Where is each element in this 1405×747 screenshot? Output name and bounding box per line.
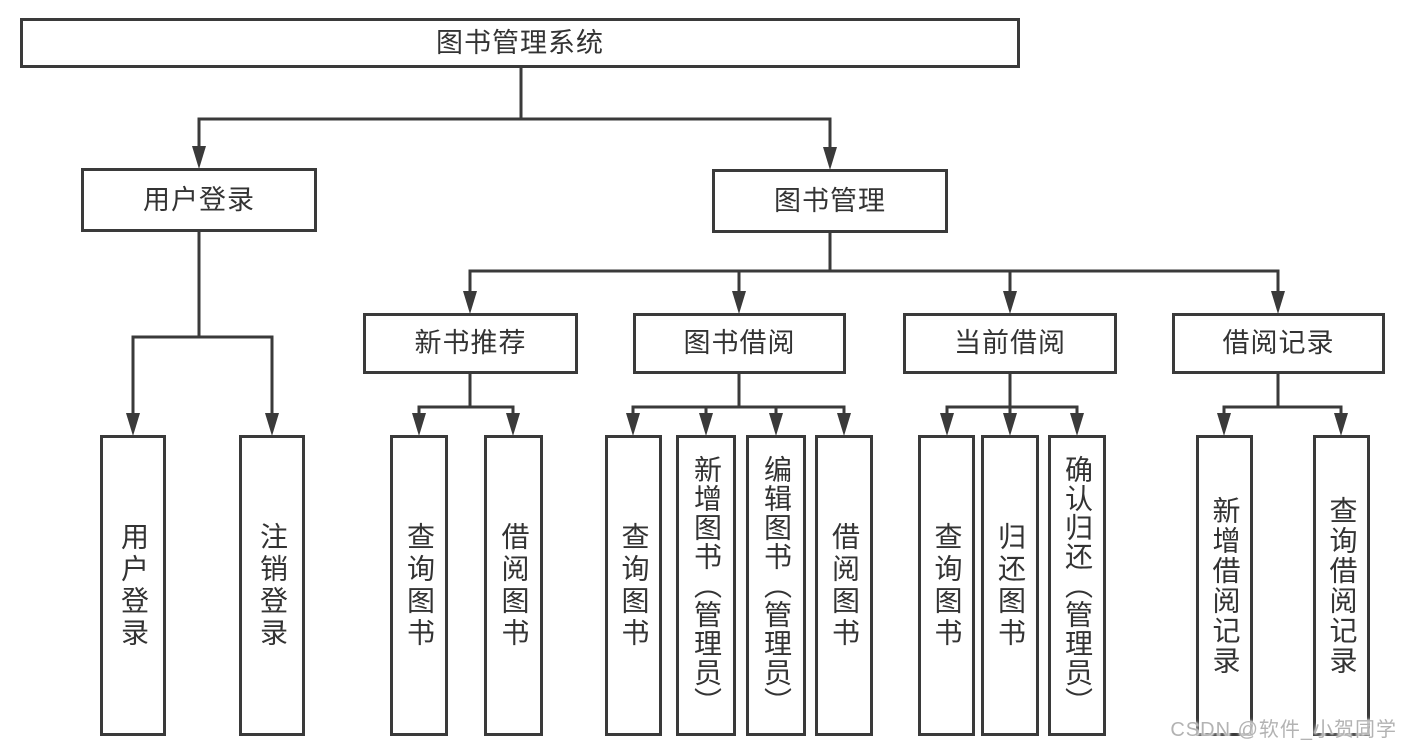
- connector-book-borrow-children: [626, 372, 851, 436]
- node-current-borrow: 当前借阅: [903, 313, 1117, 374]
- node-leaf-query-borrow-record: 查询借阅记录: [1313, 435, 1370, 736]
- node-leaf-add-borrow-record: 新增借阅记录: [1196, 435, 1253, 736]
- node-user-login-label: 用户登录: [143, 184, 255, 215]
- connector-new-books-children: [412, 372, 520, 436]
- node-leaf-borrow-books-2: 借阅图书: [815, 435, 873, 736]
- node-leaf-borrow-books-2-label: 借阅图书: [829, 521, 860, 650]
- connector-book-mgmt-children: [463, 231, 1285, 314]
- connector-current-borrow-children: [940, 372, 1084, 436]
- node-leaf-edit-books-admin-label: 编辑图书（管理员）: [761, 455, 792, 716]
- node-leaf-confirm-return-admin-label: 确认归还（管理员）: [1062, 455, 1093, 716]
- node-root: 图书管理系统: [20, 18, 1020, 68]
- node-leaf-add-books-admin: 新增图书（管理员）: [676, 435, 736, 736]
- node-leaf-edit-books-admin: 编辑图书（管理员）: [746, 435, 806, 736]
- node-book-management-label: 图书管理: [774, 185, 886, 216]
- node-leaf-query-books-3: 查询图书: [918, 435, 975, 736]
- node-leaf-borrow-books-1-label: 借阅图书: [498, 521, 530, 650]
- node-leaf-query-books-2: 查询图书: [605, 435, 662, 736]
- node-root-label: 图书管理系统: [436, 27, 604, 58]
- node-user-login: 用户登录: [81, 168, 317, 232]
- node-new-book-recommend-label: 新书推荐: [414, 328, 527, 358]
- node-borrow-records-label: 借阅记录: [1222, 328, 1335, 358]
- node-book-management: 图书管理: [712, 169, 948, 233]
- connector-borrow-records-children: [1217, 372, 1348, 436]
- node-leaf-borrow-books-1: 借阅图书: [484, 435, 543, 736]
- node-book-borrow: 图书借阅: [633, 313, 846, 374]
- node-leaf-add-books-admin-label: 新增图书（管理员）: [691, 455, 722, 716]
- node-leaf-confirm-return-admin: 确认归还（管理员）: [1048, 435, 1106, 736]
- node-leaf-logout: 注销登录: [239, 435, 305, 736]
- node-leaf-query-borrow-record-label: 查询借阅记录: [1326, 495, 1358, 676]
- node-leaf-return-books: 归还图书: [981, 435, 1039, 736]
- node-new-book-recommend: 新书推荐: [363, 313, 578, 374]
- connector-user-login-children: [126, 230, 279, 436]
- connector-root-to-level2: [192, 66, 837, 170]
- node-leaf-user-login: 用户登录: [100, 435, 166, 736]
- node-leaf-user-login-label: 用户登录: [118, 521, 149, 650]
- csdn-watermark: CSDN @软件_小贺同学: [1170, 719, 1397, 741]
- node-borrow-records: 借阅记录: [1172, 313, 1385, 374]
- node-leaf-query-books-3-label: 查询图书: [931, 521, 963, 650]
- node-leaf-add-borrow-record-label: 新增借阅记录: [1209, 495, 1241, 676]
- node-leaf-query-books-1-label: 查询图书: [404, 521, 435, 650]
- node-leaf-return-books-label: 归还图书: [995, 521, 1026, 650]
- node-leaf-query-books-1: 查询图书: [390, 435, 448, 736]
- node-book-borrow-label: 图书借阅: [683, 328, 796, 358]
- node-leaf-query-books-2-label: 查询图书: [618, 521, 650, 650]
- node-current-borrow-label: 当前借阅: [954, 328, 1066, 358]
- node-leaf-logout-label: 注销登录: [257, 521, 288, 650]
